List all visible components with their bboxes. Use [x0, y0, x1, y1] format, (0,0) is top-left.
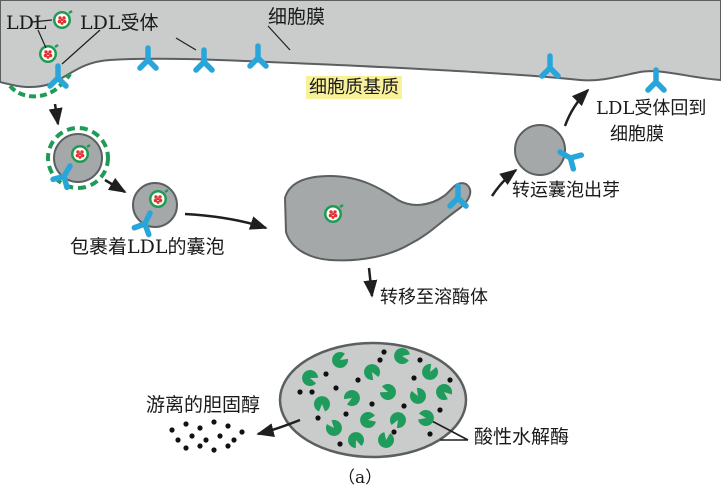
label-free-cholesterol: 游离的胆固醇 — [146, 394, 261, 416]
label-receptor-return-2: 细胞膜 — [610, 124, 664, 145]
cholesterol-dot-icon — [189, 433, 195, 439]
cholesterol-dot-icon — [309, 389, 315, 395]
cholesterol-dot-icon — [231, 437, 237, 443]
coated-pit — [8, 73, 72, 99]
cholesterol-dot-icon — [225, 423, 231, 429]
cholesterol-dot-icon — [437, 407, 443, 413]
free-cholesterol-dots — [169, 419, 245, 453]
panel-label: （a） — [338, 468, 383, 488]
cholesterol-dot-icon — [183, 445, 189, 451]
enzyme-leader-lines — [429, 419, 469, 441]
arrow-pit-to-vesicle — [48, 103, 63, 126]
endosome — [283, 174, 472, 262]
cholesterol-dot-icon — [239, 429, 245, 435]
cholesterol-dot-icon — [381, 349, 387, 355]
lysosome — [278, 341, 468, 459]
arrow-lysosome-cholesterol — [256, 418, 301, 437]
label-cytoplasm-matrix: 细胞质基质 — [306, 76, 402, 99]
arrow-transport-to-membrane — [563, 88, 590, 127]
label-transport-vesicle: 转运囊泡出芽 — [512, 180, 620, 201]
cholesterol-dot-icon — [447, 377, 453, 383]
label-receptor-return-1: LDL受体回到 — [596, 98, 707, 119]
cholesterol-dot-icon — [337, 441, 343, 447]
arrow-coated-to-uncoated — [104, 177, 127, 194]
cholesterol-dot-icon — [401, 403, 407, 409]
cholesterol-dot-icon — [211, 447, 217, 453]
label-to-lysosome: 转移至溶酶体 — [380, 287, 488, 308]
transport-vesicle — [514, 124, 566, 176]
arrow-endosome-to-lysosome — [363, 267, 378, 298]
label-ldl-receptor: LDL受体 — [80, 12, 159, 34]
cholesterol-dot-icon — [323, 371, 329, 377]
label-ldl: LDL — [6, 12, 47, 34]
cholesterol-dot-icon — [427, 431, 433, 437]
cholesterol-dot-icon — [183, 421, 189, 427]
cholesterol-dot-icon — [197, 443, 203, 449]
arrow-endosome-to-transport — [490, 168, 518, 197]
cholesterol-dot-icon — [211, 419, 217, 425]
cholesterol-dot-icon — [333, 385, 339, 391]
label-acid-hydrolase: 酸性水解酶 — [474, 426, 570, 448]
arrow-vesicle-to-endosome — [184, 212, 268, 230]
cholesterol-dot-icon — [297, 389, 303, 395]
cholesterol-dot-icon — [411, 375, 417, 381]
label-plasma-membrane: 细胞膜 — [268, 6, 326, 28]
lysosome-contents — [297, 346, 455, 450]
cholesterol-dot-icon — [225, 443, 231, 449]
cholesterol-dot-icon — [315, 415, 321, 421]
cholesterol-dot-icon — [391, 429, 397, 435]
cholesterol-dot-icon — [355, 377, 361, 383]
cholesterol-dot-icon — [169, 427, 175, 433]
cholesterol-dot-icon — [197, 425, 203, 431]
cholesterol-dot-icon — [175, 437, 181, 443]
cholesterol-dot-icon — [377, 357, 383, 363]
cholesterol-dot-icon — [417, 357, 423, 363]
cholesterol-dot-icon — [203, 437, 209, 443]
label-coated-vesicle: 包裹着LDL的囊泡 — [70, 236, 225, 258]
cholesterol-dot-icon — [343, 411, 349, 417]
cholesterol-dot-icon — [217, 433, 223, 439]
cholesterol-dot-icon — [369, 401, 375, 407]
